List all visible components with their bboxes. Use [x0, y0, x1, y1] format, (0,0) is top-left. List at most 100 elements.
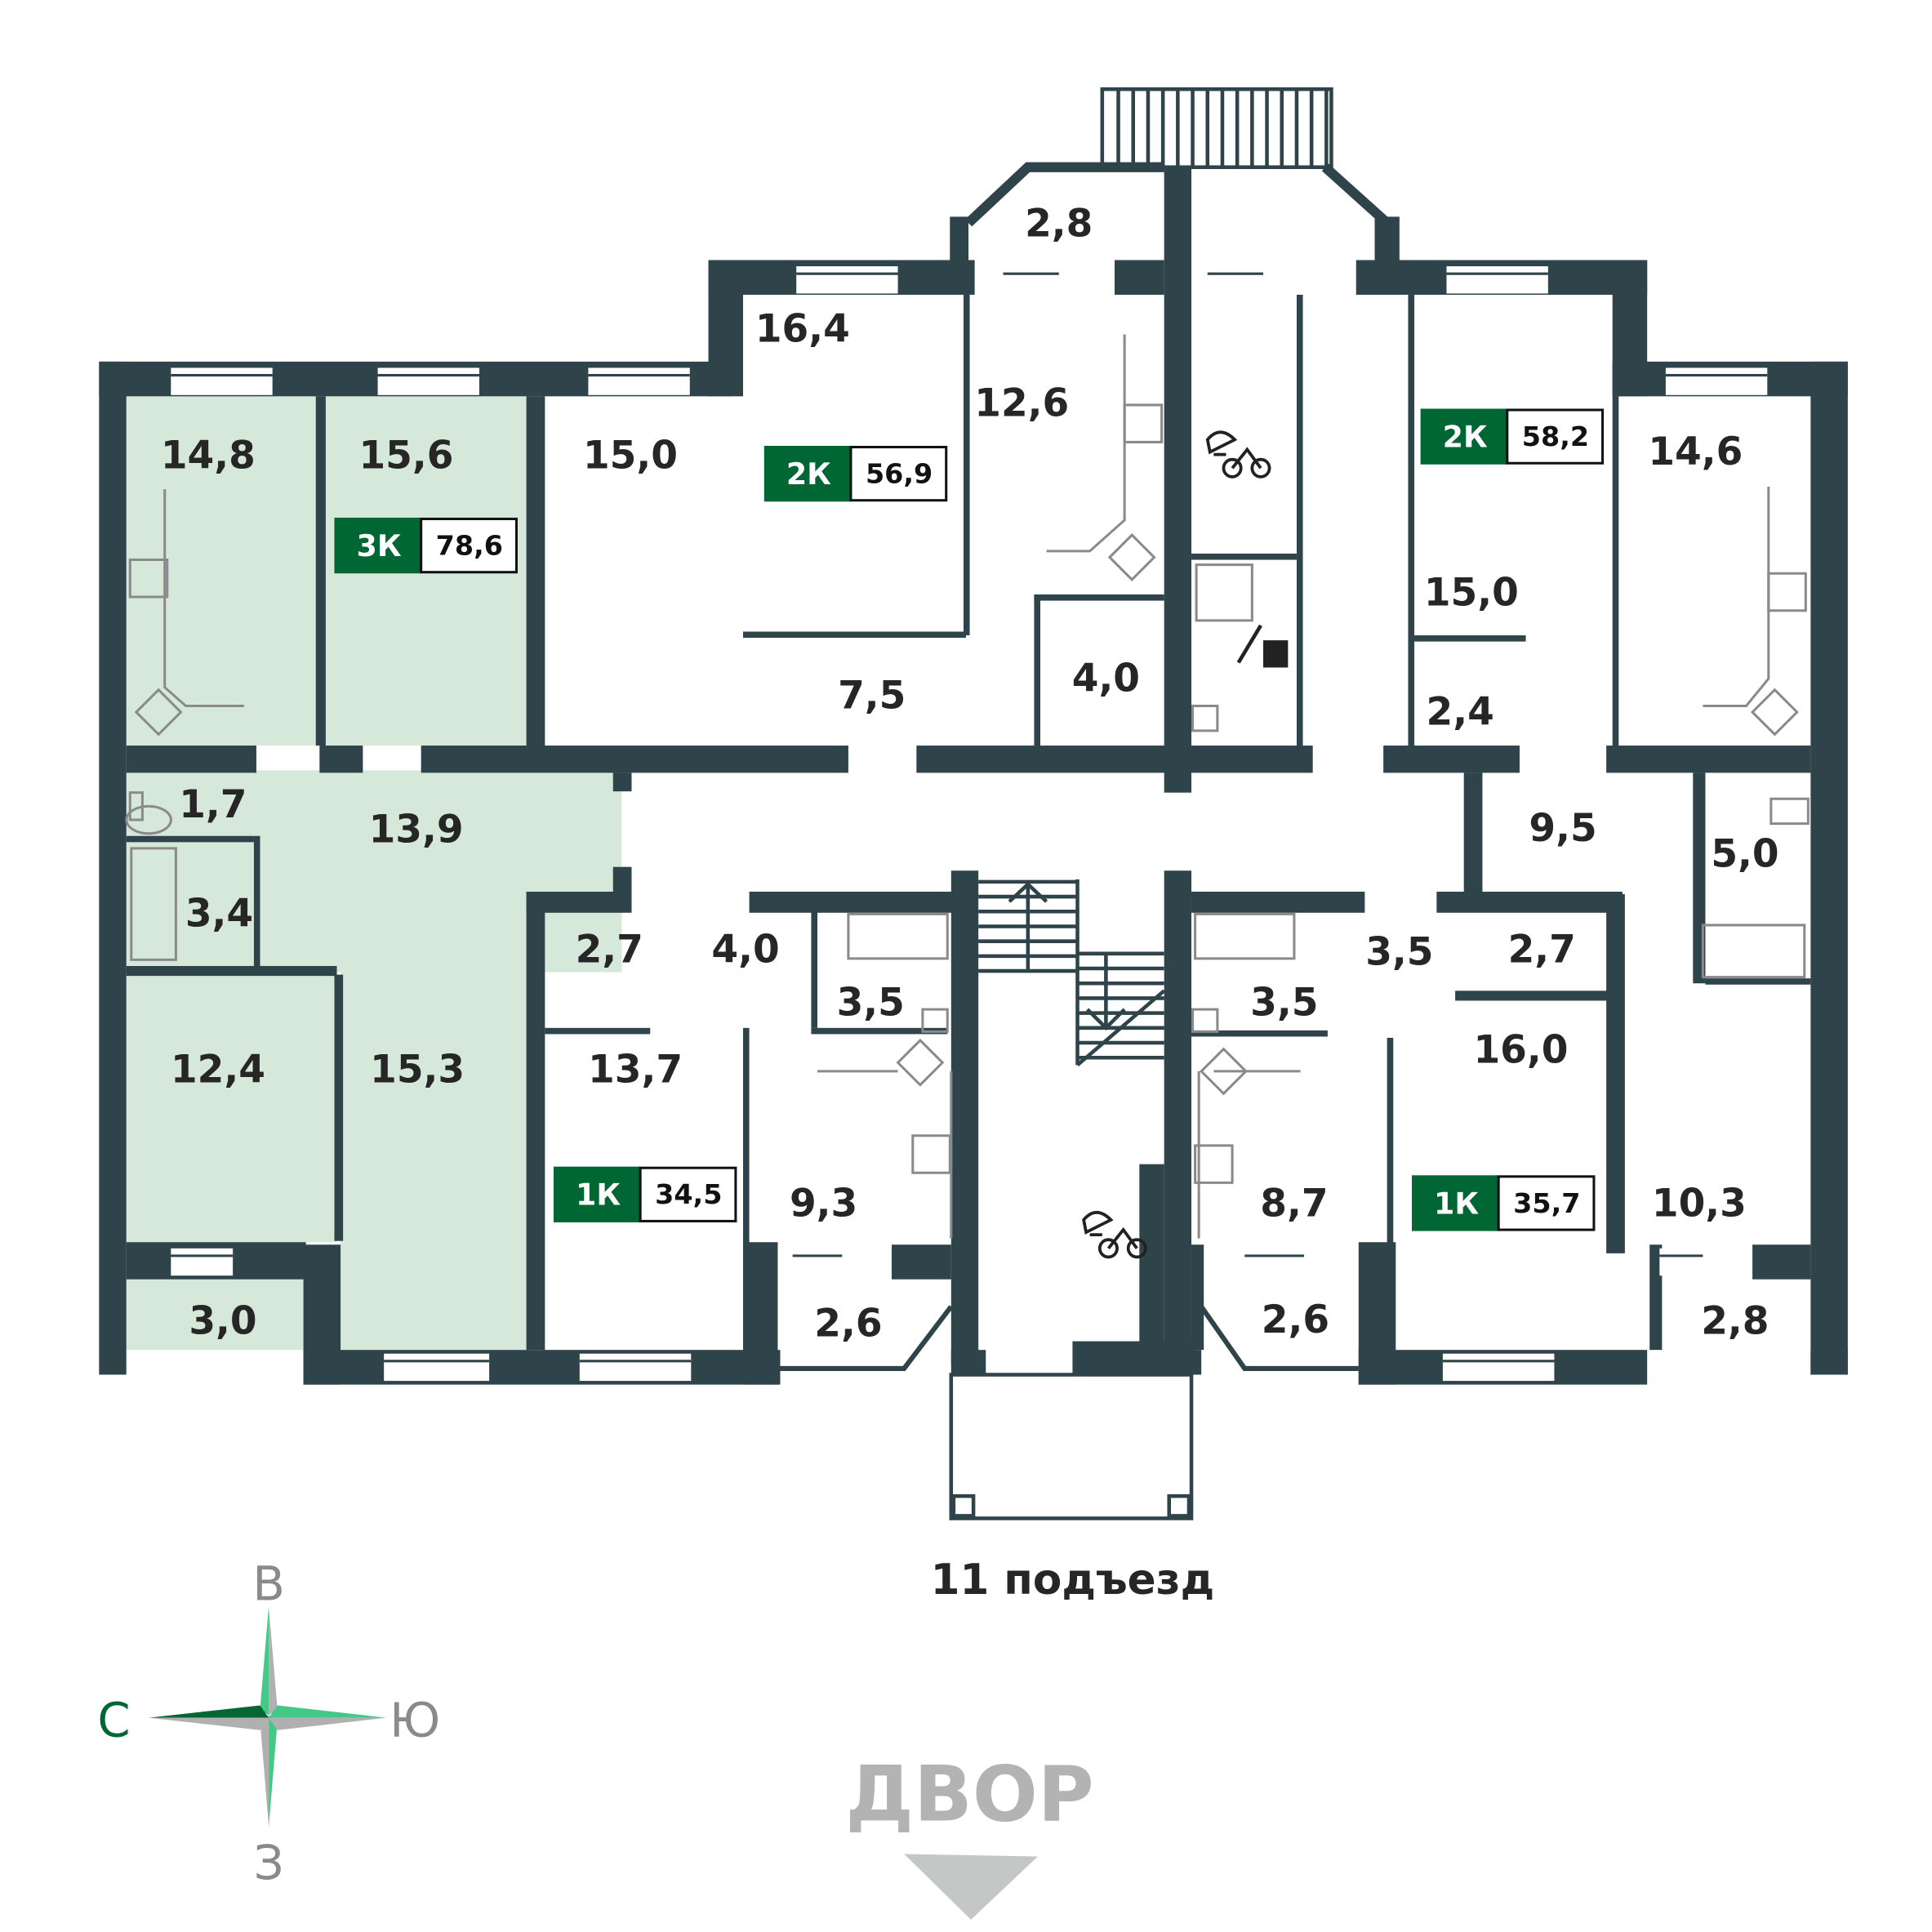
sink-icon	[134, 533, 1799, 1096]
entrance-label: 11 подъезд	[931, 1556, 1215, 1605]
wall	[126, 746, 256, 773]
wall	[1606, 894, 1625, 1253]
wall	[1463, 772, 1483, 895]
wall	[950, 870, 979, 1366]
window	[1659, 1248, 1703, 1276]
window	[171, 367, 273, 395]
room-area-label: 13,9	[369, 807, 464, 852]
apartment-type: 1К	[576, 1177, 621, 1213]
room-area-label: 3,5	[837, 981, 905, 1026]
room-area-label: 2,6	[814, 1301, 882, 1346]
room-area-label: 14,8	[161, 433, 256, 478]
wall	[421, 746, 848, 773]
wall	[1612, 396, 1619, 750]
wall	[1649, 1244, 1663, 1351]
wall	[526, 396, 545, 756]
window	[1446, 266, 1548, 294]
wall	[1414, 635, 1526, 642]
wall	[1115, 260, 1164, 295]
apartment-area: 58,2	[1522, 421, 1589, 452]
fixtures	[125, 334, 1810, 1259]
inner-staircase	[978, 879, 1166, 1067]
room-area-label: 8,7	[1260, 1181, 1328, 1226]
room-area-label: 3,4	[185, 891, 253, 936]
wall	[963, 294, 970, 636]
wall	[811, 910, 817, 1028]
window	[579, 1353, 692, 1382]
cleaning-icon	[1236, 624, 1289, 668]
room-area-label: 12,4	[171, 1048, 265, 1093]
highlighted-room	[126, 396, 316, 746]
wall	[319, 746, 363, 773]
room-area-label: 2,4	[1427, 689, 1494, 734]
room-area-label: 2,6	[1262, 1298, 1329, 1342]
wall	[1810, 1350, 1848, 1375]
room-area-label: 9,5	[1529, 806, 1596, 851]
wall	[612, 772, 632, 792]
room-area-label: 15,3	[370, 1048, 465, 1093]
wall	[334, 974, 344, 1241]
wall	[1752, 1244, 1811, 1280]
stroller-bicycle-icon	[1082, 1210, 1147, 1259]
highlighted-room	[126, 770, 254, 969]
highlighted-room	[126, 1278, 306, 1351]
room-area-label: 16,0	[1473, 1027, 1568, 1072]
wall	[612, 866, 632, 895]
wall	[1705, 978, 1811, 985]
wall	[1810, 361, 1848, 1375]
wall	[892, 1244, 951, 1280]
window	[1207, 266, 1263, 294]
highlighted-room	[126, 972, 337, 1243]
room-area-label: 16,4	[755, 307, 850, 352]
wall	[950, 1350, 986, 1375]
highlighted-room	[253, 770, 622, 973]
compass: В С Ю З	[97, 1557, 440, 1890]
room-area-label: 2,8	[1025, 202, 1093, 247]
room-area-label: 10,3	[1652, 1181, 1747, 1226]
room-area-label: 14,6	[1648, 430, 1743, 474]
room-area-label: 2,7	[576, 927, 643, 972]
apartment-area: 35,7	[1513, 1187, 1580, 1219]
wall	[1387, 1037, 1394, 1354]
compass-top-label: В	[252, 1557, 285, 1612]
room-area-label: 3,0	[189, 1298, 256, 1343]
wall	[126, 835, 254, 843]
window	[792, 1248, 843, 1276]
entrance-porch	[949, 1373, 1194, 1520]
apartment-type: 2К	[1443, 420, 1488, 455]
room-area-label: 15,0	[583, 433, 678, 478]
top-staircase	[1100, 87, 1333, 170]
wall	[315, 396, 326, 746]
window	[1442, 1353, 1555, 1382]
wall	[253, 835, 260, 966]
wall	[1164, 870, 1192, 1366]
window	[377, 367, 479, 395]
wall	[526, 892, 545, 1351]
balcony-wall	[780, 1305, 1359, 1371]
wall	[1383, 746, 1520, 773]
room-area-label: 1,7	[179, 782, 247, 827]
wall	[743, 1027, 750, 1245]
room-area-label: 15,6	[358, 433, 453, 478]
wall	[126, 966, 337, 977]
room-area-label: 2,7	[1508, 927, 1576, 972]
toilet-icon	[125, 704, 1810, 1033]
window	[796, 266, 898, 294]
apartment-badge[interactable]: 2К 58,2	[1420, 408, 1605, 465]
room-area-label: 12,6	[974, 381, 1069, 426]
shower-icon	[1195, 563, 1253, 622]
room-area-label: 15,0	[1424, 571, 1519, 616]
room-area-label: 7,5	[838, 674, 906, 719]
wall	[1436, 892, 1623, 913]
kitchen-counter-icon	[163, 334, 1770, 1239]
wall	[1455, 990, 1610, 1001]
window	[171, 1248, 234, 1276]
apartment-area: 78,6	[436, 529, 503, 561]
compass-right-label: Ю	[390, 1693, 440, 1747]
